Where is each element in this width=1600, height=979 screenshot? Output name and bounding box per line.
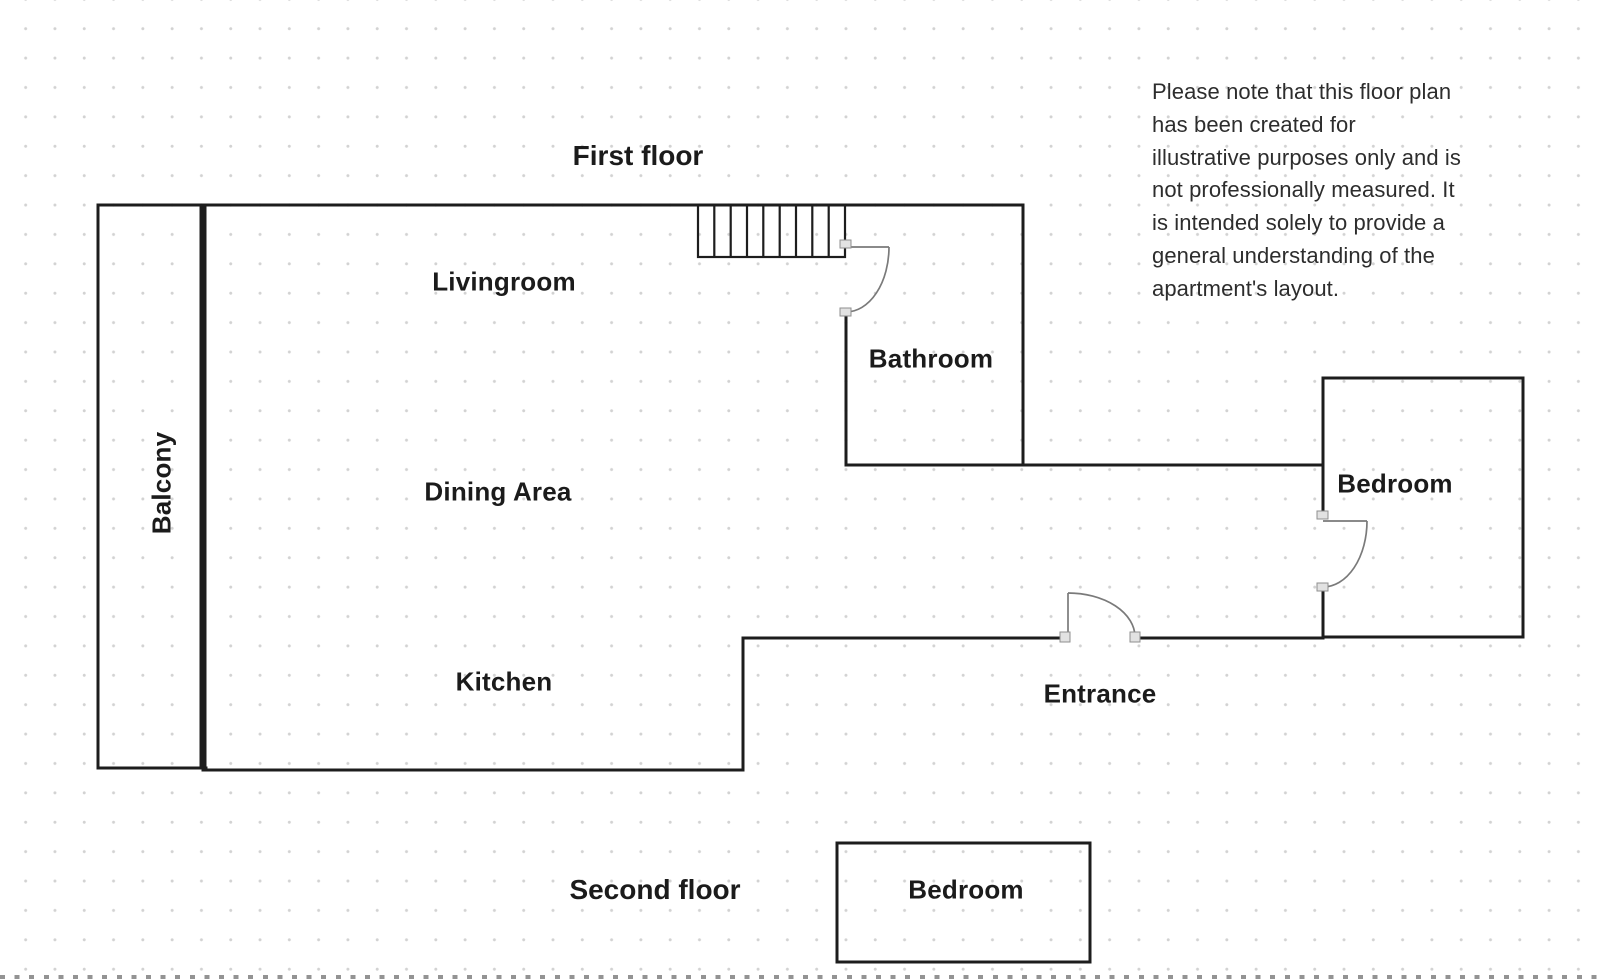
bedroom-walls [1321, 376, 1525, 639]
first-floor-walls [96, 203, 1325, 772]
room-label-kitchen: Kitchen [455, 666, 553, 697]
disclaimer-line: is intended solely to provide a [1152, 210, 1445, 236]
disclaimer-line: has been created for [1152, 111, 1356, 137]
room-label-balcony: Balcony [146, 431, 177, 535]
second-floor-bedroom-outline [835, 841, 1092, 964]
bedroom-door [1316, 510, 1368, 592]
first-floor-title: First floor [572, 140, 704, 171]
disclaimer-text: Please note that this floor plan has bee… [1152, 76, 1552, 306]
bottom-edge-dashes [0, 975, 1600, 979]
room-label-dining-area: Dining Area [424, 476, 572, 507]
disclaimer-line: Please note that this floor plan [1152, 79, 1452, 104]
room-label-bathroom: Bathroom [868, 343, 994, 374]
room-label-bedroom-second-floor: Bedroom [908, 874, 1024, 905]
disclaimer-line: illustrative purposes only and is [1152, 144, 1462, 170]
disclaimer-line: general understanding of the [1152, 242, 1435, 268]
bathroom-door [839, 239, 890, 317]
disclaimer-line: apartment's layout. [1152, 275, 1340, 301]
entrance-door [1059, 592, 1141, 643]
room-label-entrance: Entrance [1043, 678, 1157, 709]
disclaimer-line: not professionally measured. It [1152, 177, 1455, 203]
staircase [696, 203, 847, 259]
room-label-livingroom: Livingroom [432, 266, 576, 297]
second-floor-title: Second floor [569, 874, 741, 905]
room-label-bedroom-first-floor: Bedroom [1337, 468, 1453, 499]
